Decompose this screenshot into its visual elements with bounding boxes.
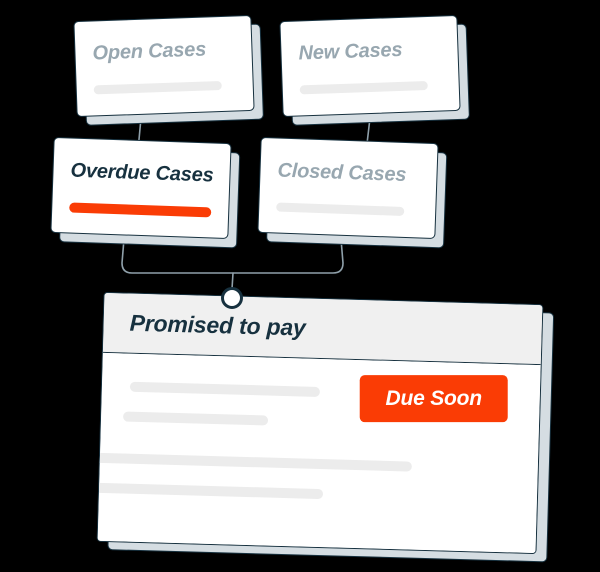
skeleton-line bbox=[122, 411, 269, 426]
card-closed-cases[interactable]: Closed Cases bbox=[257, 136, 448, 249]
skeleton-line bbox=[129, 381, 321, 397]
panel-promised-to-pay[interactable]: Promised to pay Due Soon bbox=[96, 291, 555, 563]
card-title: Overdue Cases bbox=[70, 159, 214, 187]
status-badge-due-soon[interactable]: Due Soon bbox=[359, 375, 508, 423]
card-face: Open Cases bbox=[73, 14, 255, 118]
card-new-cases[interactable]: New Cases bbox=[279, 14, 470, 126]
skeleton-line bbox=[96, 482, 324, 500]
skeleton-line bbox=[96, 452, 412, 472]
card-title: Open Cases bbox=[92, 38, 207, 65]
card-title: Closed Cases bbox=[277, 159, 407, 187]
card-face: Overdue Cases bbox=[50, 136, 232, 240]
panel-face: Promised to pay Due Soon bbox=[96, 291, 544, 555]
card-open-cases[interactable]: Open Cases bbox=[73, 14, 264, 126]
skeleton-bar bbox=[93, 81, 222, 95]
skeleton-bar bbox=[299, 81, 428, 95]
panel-body: Due Soon bbox=[96, 352, 541, 554]
skeleton-bar bbox=[276, 202, 405, 216]
wire-bracket-to-node bbox=[231, 272, 234, 290]
card-overdue-cases[interactable]: Overdue Cases bbox=[50, 136, 241, 249]
junction-node-icon bbox=[221, 287, 243, 309]
status-badge-label: Due Soon bbox=[385, 386, 482, 410]
panel-title: Promised to pay bbox=[129, 309, 306, 341]
card-face: Closed Cases bbox=[257, 136, 439, 240]
progress-bar-overdue bbox=[69, 202, 212, 218]
card-face: New Cases bbox=[279, 14, 461, 118]
card-title: New Cases bbox=[298, 38, 403, 65]
